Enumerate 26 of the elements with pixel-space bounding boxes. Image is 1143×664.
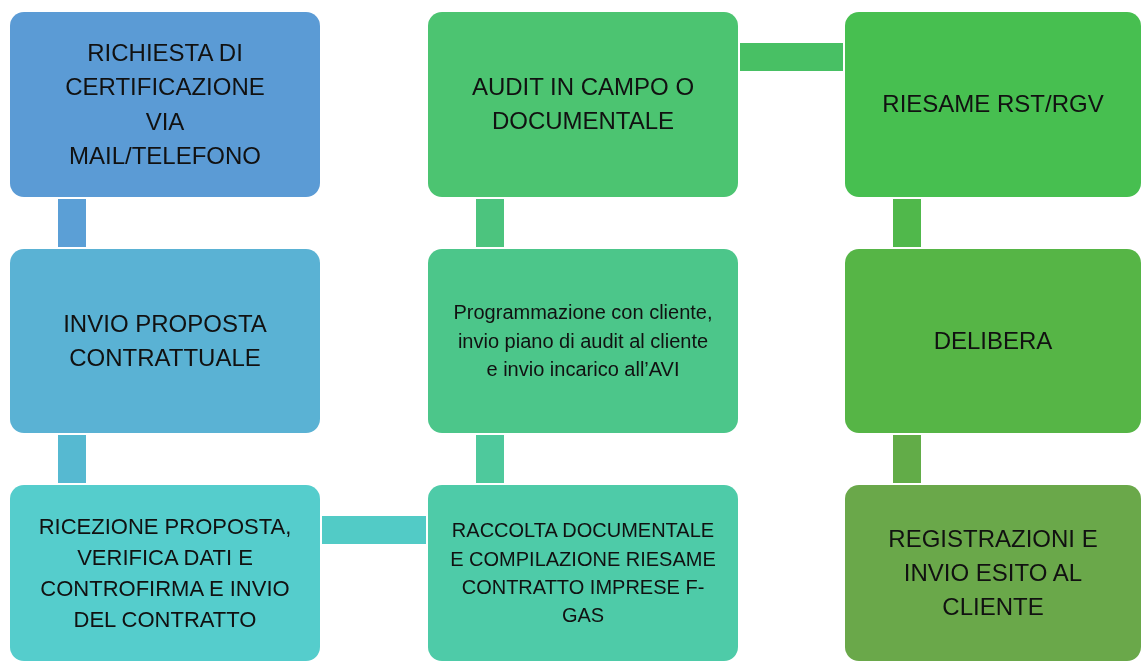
box-text: DELIBERA <box>933 325 1053 356</box>
box-text: RACCOLTA DOCUMENTALE E COMPILAZIONE RIESAME CONTRATTO IMPRESE F-GAS <box>450 518 716 629</box>
process-box <box>845 485 1141 661</box>
connector-bar <box>476 435 504 483</box>
process-box <box>10 485 320 661</box>
box-text: INVIO PROPOSTA CONTRATTUALE <box>62 308 268 373</box>
process-box <box>845 249 1141 433</box>
box-text: RIESAME RST/RGV <box>882 89 1104 120</box>
connector-bar <box>893 199 921 247</box>
connector-bar <box>322 516 426 544</box>
process-box <box>428 249 738 433</box>
process-box <box>428 485 738 661</box>
box-text: Programmazione con cliente, invio piano di audit al cliente e invio incarico all’AVI <box>452 300 714 383</box>
connector-bar <box>740 43 843 71</box>
connector-bar <box>893 435 921 483</box>
process-box <box>10 249 320 433</box>
box-text: RICHIESTA DI CERTIFICAZIONE VIA MAIL/TELEFONO <box>65 38 265 171</box>
connector-bar <box>58 199 86 247</box>
process-box <box>845 12 1141 197</box>
connector-bar <box>58 435 86 483</box>
connector-bar <box>476 199 504 247</box>
process-box <box>428 12 738 197</box>
box-text: AUDIT IN CAMPO O DOCUMENTALE <box>470 72 696 137</box>
box-text: REGISTRAZIONI E INVIO ESITO AL CLIENTE <box>887 523 1099 623</box>
box-text: RICEZIONE PROPOSTA, VERIFICA DATI E CONTROFIRMA E INVIO DEL CONTRATTO <box>37 512 293 635</box>
process-box <box>10 12 320 197</box>
